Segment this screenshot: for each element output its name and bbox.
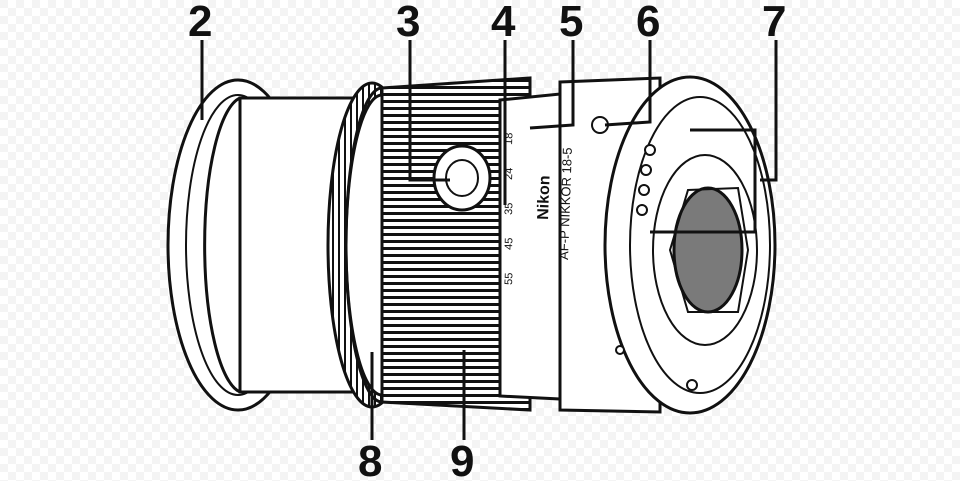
zoom-ring	[380, 76, 532, 412]
callout-7: 7	[762, 0, 786, 46]
callout-2: 2	[188, 0, 212, 46]
focal-mark-55: 55	[503, 272, 515, 285]
callout-labels: 2 3 4 5 6 7 8 9	[188, 0, 786, 481]
brand-label: Nikon	[535, 175, 554, 220]
model-label: AF-P NIKKOR 18-5	[556, 147, 575, 260]
leader-lines	[200, 40, 778, 440]
callout-8: 8	[358, 437, 382, 481]
lens-body	[166, 75, 777, 415]
focal-mark-45: 45	[503, 237, 515, 250]
callout-6: 6	[636, 0, 660, 46]
rear-glass	[672, 186, 744, 314]
callout-5: 5	[559, 0, 583, 46]
callout-3: 3	[396, 0, 420, 46]
callout-4: 4	[491, 0, 516, 46]
callout-9: 9	[450, 437, 474, 481]
focal-mark-35: 35	[503, 202, 515, 215]
